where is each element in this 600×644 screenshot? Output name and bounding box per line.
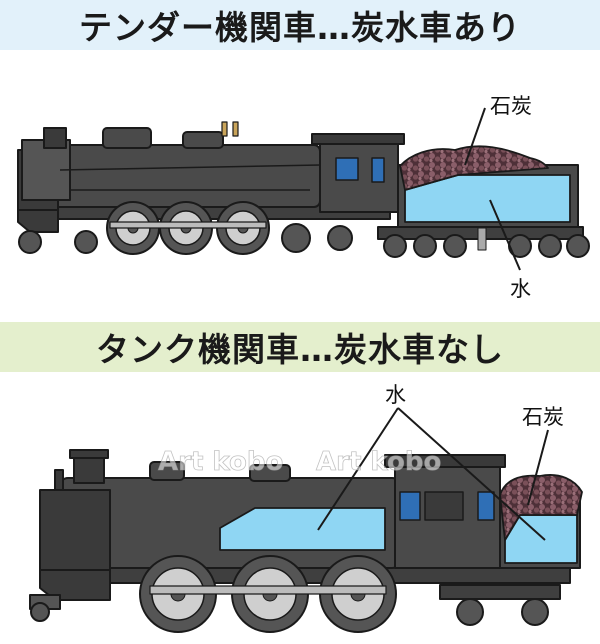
tender-water-label: 水: [510, 277, 531, 301]
tank-locomotive: [29, 449, 583, 633]
tender-locomotive-title: テンダー機関車…炭水車あり: [79, 8, 521, 47]
tank-locomotive-banner: タンク機関車…炭水車なし: [0, 322, 600, 372]
tank-coal-label: 石炭: [522, 405, 564, 429]
watermark-left: Art kobo: [158, 447, 283, 477]
tank-water-label: 水: [385, 383, 406, 407]
watermark-right: Art kobo: [316, 447, 441, 477]
tender-locomotive: [17, 121, 590, 258]
tank-water-tank-side: [219, 507, 386, 551]
tank-locomotive-title: タンク機関車…炭水車なし: [96, 330, 504, 369]
tender-coal-label: 石炭: [490, 94, 532, 118]
tender-coal-pile: [399, 145, 549, 191]
tank-coal-bunker: [499, 474, 583, 541]
tender-locomotive-banner: テンダー機関車…炭水車あり: [0, 0, 600, 50]
